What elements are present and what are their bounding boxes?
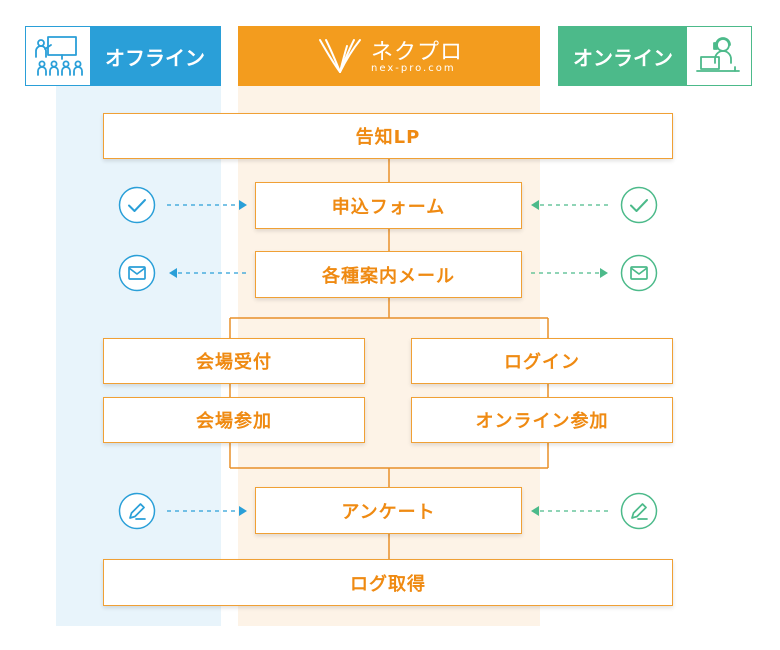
online-header-label: オンライン bbox=[573, 45, 673, 70]
mail-circle-icon bbox=[118, 254, 156, 292]
headset-laptop-icon bbox=[687, 27, 751, 85]
offline-dashed-arrows bbox=[167, 204, 246, 512]
step-venue-reception: 会場受付 bbox=[103, 338, 365, 384]
brand-url: nex-pro.com bbox=[371, 63, 456, 74]
step-application-form: 申込フォーム bbox=[255, 182, 522, 229]
step-survey: アンケート bbox=[255, 487, 522, 534]
check-circle-icon bbox=[620, 186, 658, 224]
online-header: オンライン bbox=[558, 26, 752, 86]
step-online-participation: オンライン参加 bbox=[411, 397, 673, 443]
brand-name: ネクプロ bbox=[371, 40, 464, 65]
presentation-audience-icon bbox=[26, 27, 90, 85]
brand-header: ネクプロ nex-pro.com bbox=[238, 26, 540, 86]
nexpro-logo-icon bbox=[319, 39, 361, 73]
mail-circle-icon bbox=[620, 254, 658, 292]
offline-header: オフライン bbox=[25, 26, 221, 86]
offline-header-label: オフライン bbox=[105, 45, 205, 70]
online-dashed-arrows bbox=[531, 204, 610, 512]
step-venue-participation: 会場参加 bbox=[103, 397, 365, 443]
check-circle-icon bbox=[118, 186, 156, 224]
pen-circle-icon bbox=[118, 492, 156, 530]
step-announce-lp: 告知LP bbox=[103, 113, 673, 159]
step-login: ログイン bbox=[411, 338, 673, 384]
pen-circle-icon bbox=[620, 492, 658, 530]
step-info-mail: 各種案内メール bbox=[255, 251, 522, 298]
step-log-acquisition: ログ取得 bbox=[103, 559, 673, 606]
